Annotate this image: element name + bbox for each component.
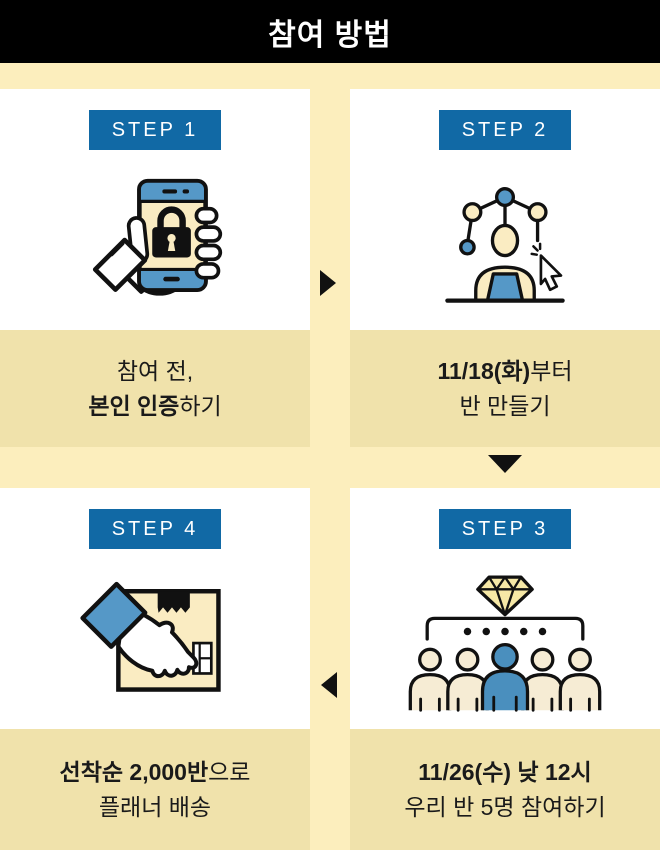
step-1-icon-wrap [0,150,310,330]
step-1-badge: STEP 1 [89,110,221,150]
step-2-caption-line1: 11/18(화)부터 [437,357,573,384]
step-4-panel: STEP 4 선착순 2,000반으로 플래너 배송 [0,488,310,850]
arrow-down-icon [488,455,522,473]
step-3-badge: STEP 3 [439,509,571,549]
step-4-badge: STEP 4 [89,509,221,549]
step-2-caption-line2: 반 만들기 [459,392,551,419]
page-header: 참여 방법 [0,0,660,63]
step-3-caption-line2: 우리 반 5명 참여하기 [404,793,606,820]
step-1-caption-line2: 본인 인증하기 [88,392,222,419]
step-4-caption: 선착순 2,000반으로 플래너 배송 [0,729,310,850]
step-3-panel: STEP 3 [350,488,660,850]
arrow-left-icon [321,672,337,698]
page-title: 참여 방법 [268,18,392,52]
identity-verification-icon [92,178,223,296]
step-2-badge: STEP 2 [439,110,571,150]
group-join-icon [408,575,602,712]
step-2-panel: STEP 2 [350,89,660,447]
class-create-icon [445,186,565,303]
step-4-caption-line1: 선착순 2,000반으로 [59,758,251,785]
step-3-caption-line1: 11/26(수) 낮 12시 [418,758,592,785]
step-3-icon-wrap [350,549,660,729]
step-2-icon-wrap [350,150,660,330]
delivery-box-icon [80,581,221,692]
step-4-caption-line2: 플래너 배송 [98,793,212,820]
step-2-caption: 11/18(화)부터 반 만들기 [350,330,660,447]
step-1-icon-area: STEP 1 [0,89,310,330]
step-1-panel: STEP 1 [0,89,310,447]
step-1-caption-line1: 참여 전, [116,357,194,384]
step-4-icon-area: STEP 4 [0,488,310,729]
step-3-icon-area: STEP 3 [350,488,660,729]
step-1-caption: 참여 전, 본인 인증하기 [0,330,310,447]
arrow-right-icon [320,270,336,296]
step-2-icon-area: STEP 2 [350,89,660,330]
step-4-icon-wrap [0,549,310,729]
step-3-caption: 11/26(수) 낮 12시 우리 반 5명 참여하기 [350,729,660,850]
